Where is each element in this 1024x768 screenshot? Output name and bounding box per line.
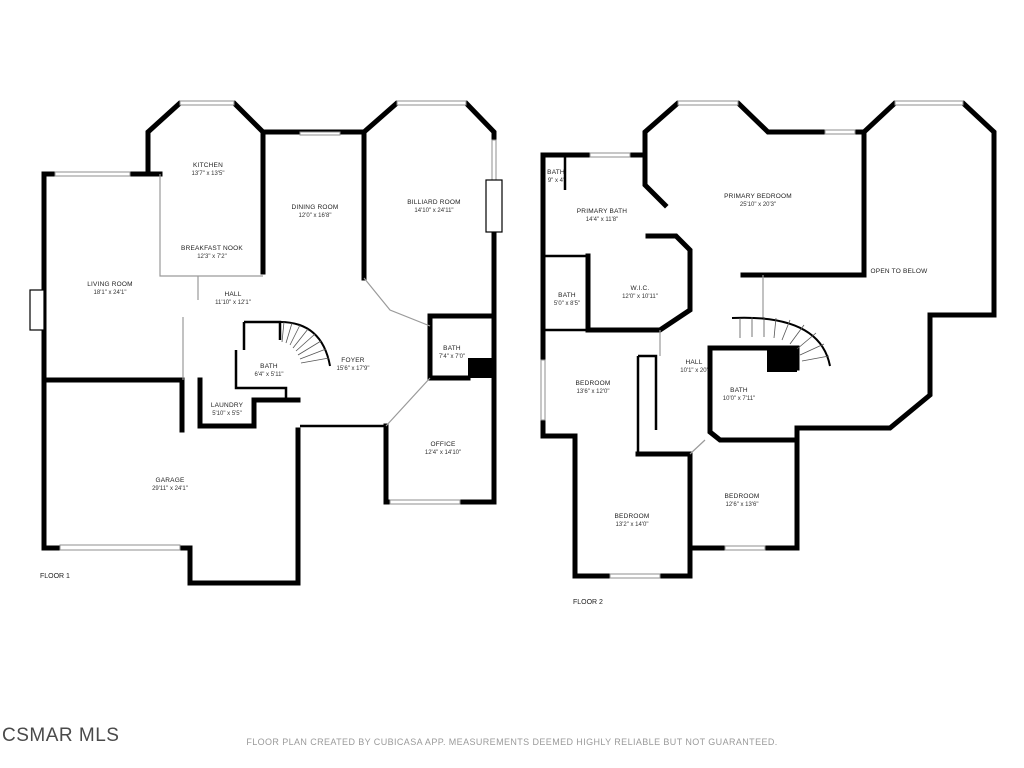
floor-1-shower-block (468, 358, 494, 378)
floor-1-label: FLOOR 1 (40, 573, 70, 580)
billiard-side-window (491, 139, 497, 181)
footer-disclaimer: FLOOR PLAN CREATED BY CUBICASA APP. MEAS… (246, 737, 777, 747)
room-dims-laundry: 5'10" x 5'5" (212, 411, 242, 417)
floor-2-staircase (731, 316, 831, 367)
garage-door (59, 544, 181, 551)
room-dims-bath-c: 10'0" x 7'11" (723, 396, 755, 402)
room-name-bedroom-3: BEDROOM (725, 493, 760, 500)
room-name-bath-c: BATH (730, 387, 748, 394)
living-window (54, 171, 131, 177)
room-dims-foyer: 15'6" x 17'9" (337, 366, 370, 372)
floor-2-outer-wall-primary (642, 100, 867, 278)
room-name-primary-bedroom: PRIMARY BEDROOM (724, 193, 792, 200)
floor-2-plan: BATH 9" x 4' PRIMARY BEDROOM 25'10" x 20… (540, 100, 997, 606)
room-dims-dining: 12'0" x 16'8" (299, 213, 332, 219)
floor-2-bedroom-east-wall (687, 425, 800, 551)
room-name-office: OFFICE (430, 441, 455, 448)
primary-window-2 (824, 129, 856, 135)
room-name-hall-2: HALL (685, 359, 702, 366)
room-dims-wic: 12'0" x 10'11" (622, 294, 658, 300)
floor-1-laundry-wall (197, 377, 301, 429)
room-name-bath-2: BATH (260, 363, 278, 370)
billiard-window (396, 100, 467, 106)
bedroom-3-window (724, 545, 766, 551)
floor-2-primary-bath-wall (642, 152, 669, 209)
room-name-bath-1: BATH (443, 345, 461, 352)
room-dims-office: 12'4" x 14'10" (425, 450, 461, 456)
floor-1-outer-wall-garage (41, 377, 301, 586)
room-name-bath-a: BATH (547, 169, 565, 176)
room-dims-bath-a: 9" x 4' (548, 178, 564, 184)
floor-1-outer-wall-billiard (360, 100, 497, 353)
room-name-wic: W.I.C. (631, 285, 650, 292)
office-window (389, 499, 461, 505)
room-dims-bedroom-1: 13'6" x 12'0" (577, 389, 610, 395)
room-name-dining: DINING ROOM (292, 204, 339, 211)
floor-2-shower-block (767, 348, 797, 372)
floor-2-closet-wall (636, 354, 658, 454)
floor-2-bedroom-center-wall (572, 433, 693, 579)
room-name-bedroom-2: BEDROOM (615, 513, 650, 520)
bedroom-1-window (540, 359, 546, 421)
kitchen-window (179, 100, 235, 106)
open-below-window (894, 100, 964, 106)
floor-2-partition-lines (659, 275, 764, 455)
room-name-open-to-below: OPEN TO BELOW (871, 268, 929, 275)
room-dims-primary-bedroom: 25'10" x 20'3" (740, 202, 776, 208)
room-name-garage: GARAGE (155, 477, 184, 484)
room-dims-bath-2: 6'4" x 5'11" (254, 372, 283, 378)
floor-2-bath-small-wall (543, 155, 588, 332)
room-name-bedroom-1: BEDROOM (576, 380, 611, 387)
room-name-laundry: LAUNDRY (211, 402, 244, 409)
room-dims-bath-1: 7'4" x 7'0" (439, 354, 465, 360)
floor-1-outer-wall-living (41, 171, 163, 383)
room-dims-breakfast-nook: 12'3" x 7'2" (197, 254, 227, 260)
room-dims-hall: 11'10" x 12'1" (215, 300, 251, 306)
living-fireplace (29, 289, 45, 331)
room-dims-bedroom-3: 12'6" x 13'6" (726, 502, 759, 508)
dining-window (299, 131, 341, 136)
floor-1-garage-top-wall (41, 377, 185, 433)
room-dims-kitchen: 13'7" x 13'5" (192, 171, 225, 177)
room-name-kitchen: KITCHEN (193, 162, 223, 169)
billiard-fireplace (485, 179, 503, 233)
floor-1-partition-lines (159, 174, 431, 427)
floor-1-half-bath-wall (234, 320, 288, 400)
room-name-bath-b: BATH (558, 292, 576, 299)
room-dims-living: 18'1" x 24'1" (94, 290, 127, 296)
room-name-billiard: BILLIARD ROOM (407, 199, 461, 206)
room-dims-hall-2: 10'1" x 20' (680, 368, 707, 374)
floor-1-plan: KITCHEN 13'7" x 13'5" DINING ROOM 12'0" … (29, 100, 503, 586)
room-name-living: LIVING ROOM (87, 281, 133, 288)
room-name-foyer: FOYER (341, 357, 364, 364)
room-dims-garage: 29'11" x 24'1" (152, 486, 188, 492)
primary-window-1 (677, 100, 739, 106)
room-dims-bath-b: 5'0" x 8'5" (554, 301, 580, 307)
floor-1-staircase (279, 321, 331, 367)
room-dims-billiard: 14'10" x 24'11" (414, 208, 453, 214)
room-name-primary-bath: PRIMARY BATH (577, 208, 628, 215)
room-name-hall: HALL (224, 291, 241, 298)
floor-2-outer-wall-open-below (794, 100, 997, 431)
room-dims-bedroom-2: 13'2" x 14'0" (616, 522, 649, 528)
room-name-breakfast-nook: BREAKFAST NOOK (181, 245, 243, 252)
bedroom-2-window (609, 573, 661, 579)
floor-2-wic-wall (585, 233, 693, 333)
brand-watermark: CSMAR MLS (2, 725, 119, 746)
floor-2-label: FLOOR 2 (573, 599, 603, 606)
room-dims-primary-bath: 14'4" x 11'8" (586, 217, 618, 223)
primary-bath-window (589, 152, 631, 158)
